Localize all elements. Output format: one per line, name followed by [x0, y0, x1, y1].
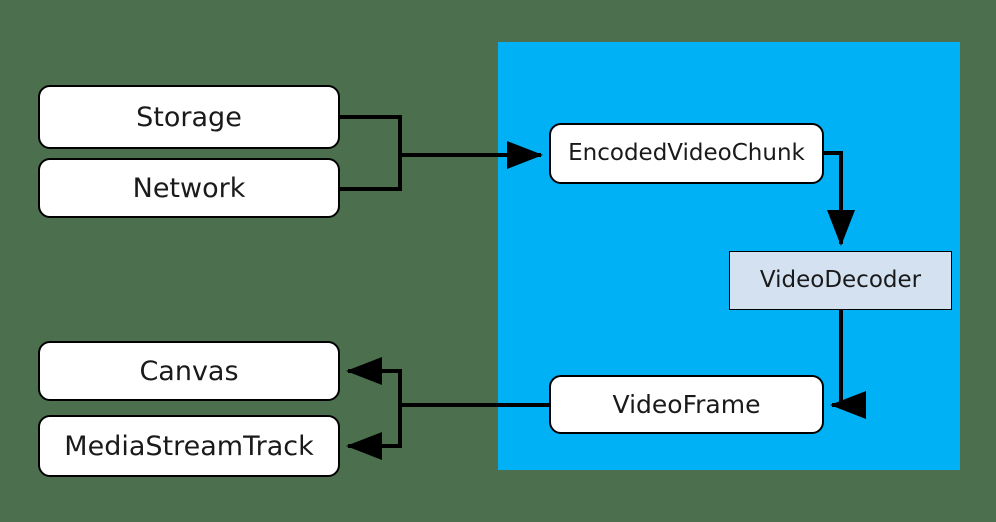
node-canvas-label: Canvas — [139, 355, 239, 387]
node-encodedvideochunk[interactable]: EncodedVideoChunk — [549, 123, 824, 184]
node-videoframe-label: VideoFrame — [612, 390, 761, 419]
node-mediastreamtrack-label: MediaStreamTrack — [64, 430, 314, 462]
node-videodecoder-label: VideoDecoder — [759, 267, 922, 293]
edge-storage-to-encodedvideochunk — [340, 115, 402, 155]
edge-encodedvideochunk-to-videodecoder — [824, 151, 855, 246]
node-network[interactable]: Network — [38, 158, 340, 218]
node-network-label: Network — [132, 172, 246, 204]
edge-network-to-encodedvideochunk — [340, 155, 402, 191]
node-encodedvideochunk-label: EncodedVideoChunk — [568, 140, 805, 166]
node-videodecoder[interactable]: VideoDecoder — [729, 251, 952, 310]
edge-videoframe-to-canvas — [346, 357, 402, 405]
node-mediastreamtrack[interactable]: MediaStreamTrack — [38, 415, 340, 477]
node-canvas[interactable]: Canvas — [38, 341, 340, 401]
node-storage-label: Storage — [136, 101, 242, 133]
node-storage[interactable]: Storage — [38, 85, 340, 149]
node-videoframe[interactable]: VideoFrame — [549, 375, 824, 434]
edge-videoframe-to-mediastreamtrack — [346, 405, 402, 460]
edge-videodecoder-to-videoframe — [830, 310, 866, 419]
